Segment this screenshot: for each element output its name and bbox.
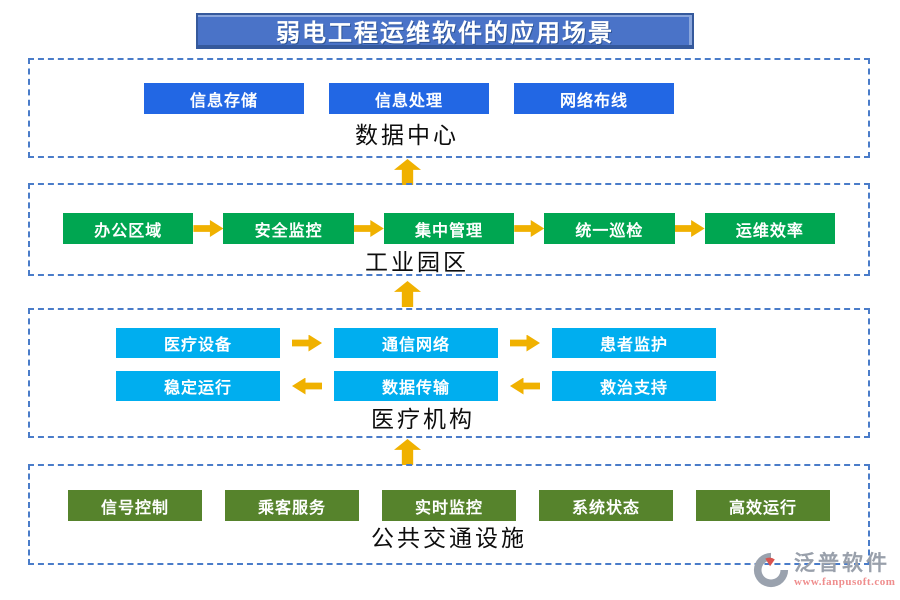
node-unified-inspection[interactable]: 统一巡检 (544, 213, 675, 244)
arrow-right-icon (292, 334, 322, 352)
node-data-transmission[interactable]: 数据传输 (334, 371, 498, 401)
arrow-right-icon (510, 334, 540, 352)
node-security-monitoring[interactable]: 安全监控 (223, 213, 354, 244)
section-public-transport: 信号控制 乘客服务 实时监控 系统状态 高效运行 公共交通设施 (28, 464, 870, 565)
node-treatment-support[interactable]: 救治支持 (552, 371, 716, 401)
arrow-up-icon (394, 159, 421, 185)
section-label-medical-institution: 医疗机构 (371, 407, 475, 432)
data-center-node-row: 信息存储 信息处理 网络布线 (0, 83, 828, 114)
public-transport-node-row: 信号控制 乘客服务 实时监控 系统状态 高效运行 (30, 490, 868, 521)
fanpu-logo-icon (753, 552, 789, 588)
node-medical-equipment[interactable]: 医疗设备 (116, 328, 280, 358)
node-system-status[interactable]: 系统状态 (539, 490, 673, 521)
arrow-left-icon (292, 378, 322, 395)
fanpu-brand-name: 泛普软件 (794, 552, 890, 575)
medical-node-row-top: 医疗设备 通信网络 患者监护 (0, 328, 835, 358)
arrow-right-icon (353, 220, 384, 237)
node-patient-monitoring[interactable]: 患者监护 (552, 328, 716, 358)
node-signal-control[interactable]: 信号控制 (68, 490, 202, 521)
node-centralized-management[interactable]: 集中管理 (383, 213, 515, 244)
node-stable-operation[interactable]: 稳定运行 (116, 371, 280, 401)
arrow-up-icon (394, 281, 421, 307)
section-data-center: 信息存储 信息处理 网络布线 数据中心 (28, 58, 870, 158)
node-realtime-monitoring[interactable]: 实时监控 (382, 490, 516, 521)
node-office-area[interactable]: 办公区域 (63, 213, 194, 244)
industrial-park-node-row: 办公区域 安全监控 集中管理 统一巡检 运维效率 (30, 213, 868, 244)
section-label-public-transport: 公共交通设施 (371, 526, 527, 551)
node-passenger-service[interactable]: 乘客服务 (225, 490, 359, 521)
node-info-processing[interactable]: 信息处理 (329, 83, 489, 114)
diagram-title-banner: 弱电工程运维软件的应用场景 (196, 13, 694, 49)
node-om-efficiency[interactable]: 运维效率 (704, 213, 836, 244)
fanpu-logo-text: 泛普软件 www.fanpusoft.com (794, 551, 895, 589)
diagram-title: 弱电工程运维软件的应用场景 (276, 19, 614, 47)
node-info-storage[interactable]: 信息存储 (144, 83, 304, 114)
section-label-data-center: 数据中心 (355, 123, 459, 148)
fanpu-logo: 泛普软件 www.fanpusoft.com (752, 551, 895, 589)
fanpu-url: www.fanpusoft.com (794, 576, 896, 588)
node-communication-network[interactable]: 通信网络 (334, 328, 498, 358)
arrow-right-icon (193, 220, 224, 237)
section-medical-institution: 医疗设备 通信网络 患者监护 稳定运行 数据传输 救治支持 医疗机构 (28, 308, 870, 438)
section-label-industrial-park: 工业园区 (365, 250, 469, 275)
arrow-up-icon (394, 439, 421, 465)
arrow-right-icon (674, 220, 705, 237)
section-industrial-park: 办公区域 安全监控 集中管理 统一巡检 运维效率 工业园区 (28, 183, 870, 276)
arrow-right-icon (514, 220, 545, 237)
node-efficient-operation[interactable]: 高效运行 (696, 490, 830, 521)
node-network-cabling[interactable]: 网络布线 (514, 83, 674, 114)
arrow-left-icon (510, 378, 540, 395)
medical-node-row-bottom: 稳定运行 数据传输 救治支持 (0, 371, 835, 401)
